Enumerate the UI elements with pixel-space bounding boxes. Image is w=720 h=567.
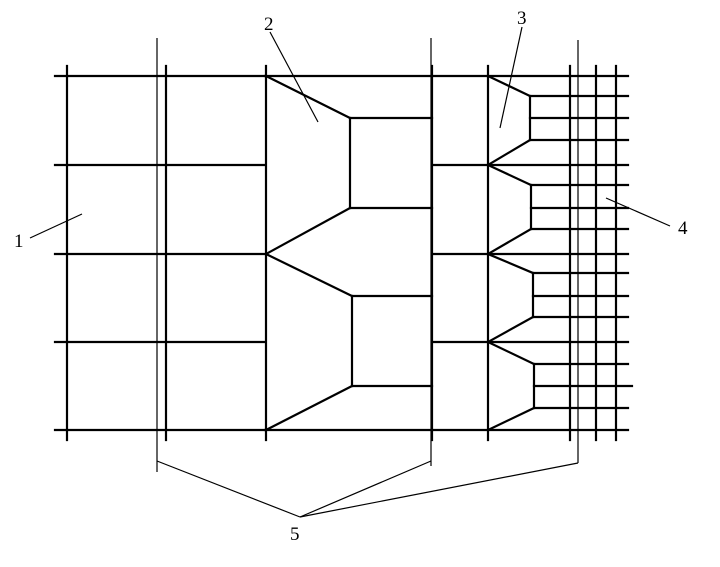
label-1: 1 xyxy=(14,231,24,252)
fine-grid xyxy=(486,64,634,442)
label-2: 2 xyxy=(264,14,274,35)
label-4: 4 xyxy=(678,218,688,239)
transition-zone-2 xyxy=(263,64,434,442)
label-3: 3 xyxy=(517,8,527,29)
coarse-grid xyxy=(53,64,267,442)
label-5: 5 xyxy=(290,524,300,545)
zone-boundaries xyxy=(156,38,579,472)
middle-grid xyxy=(430,64,490,442)
leader-lines xyxy=(29,26,671,518)
